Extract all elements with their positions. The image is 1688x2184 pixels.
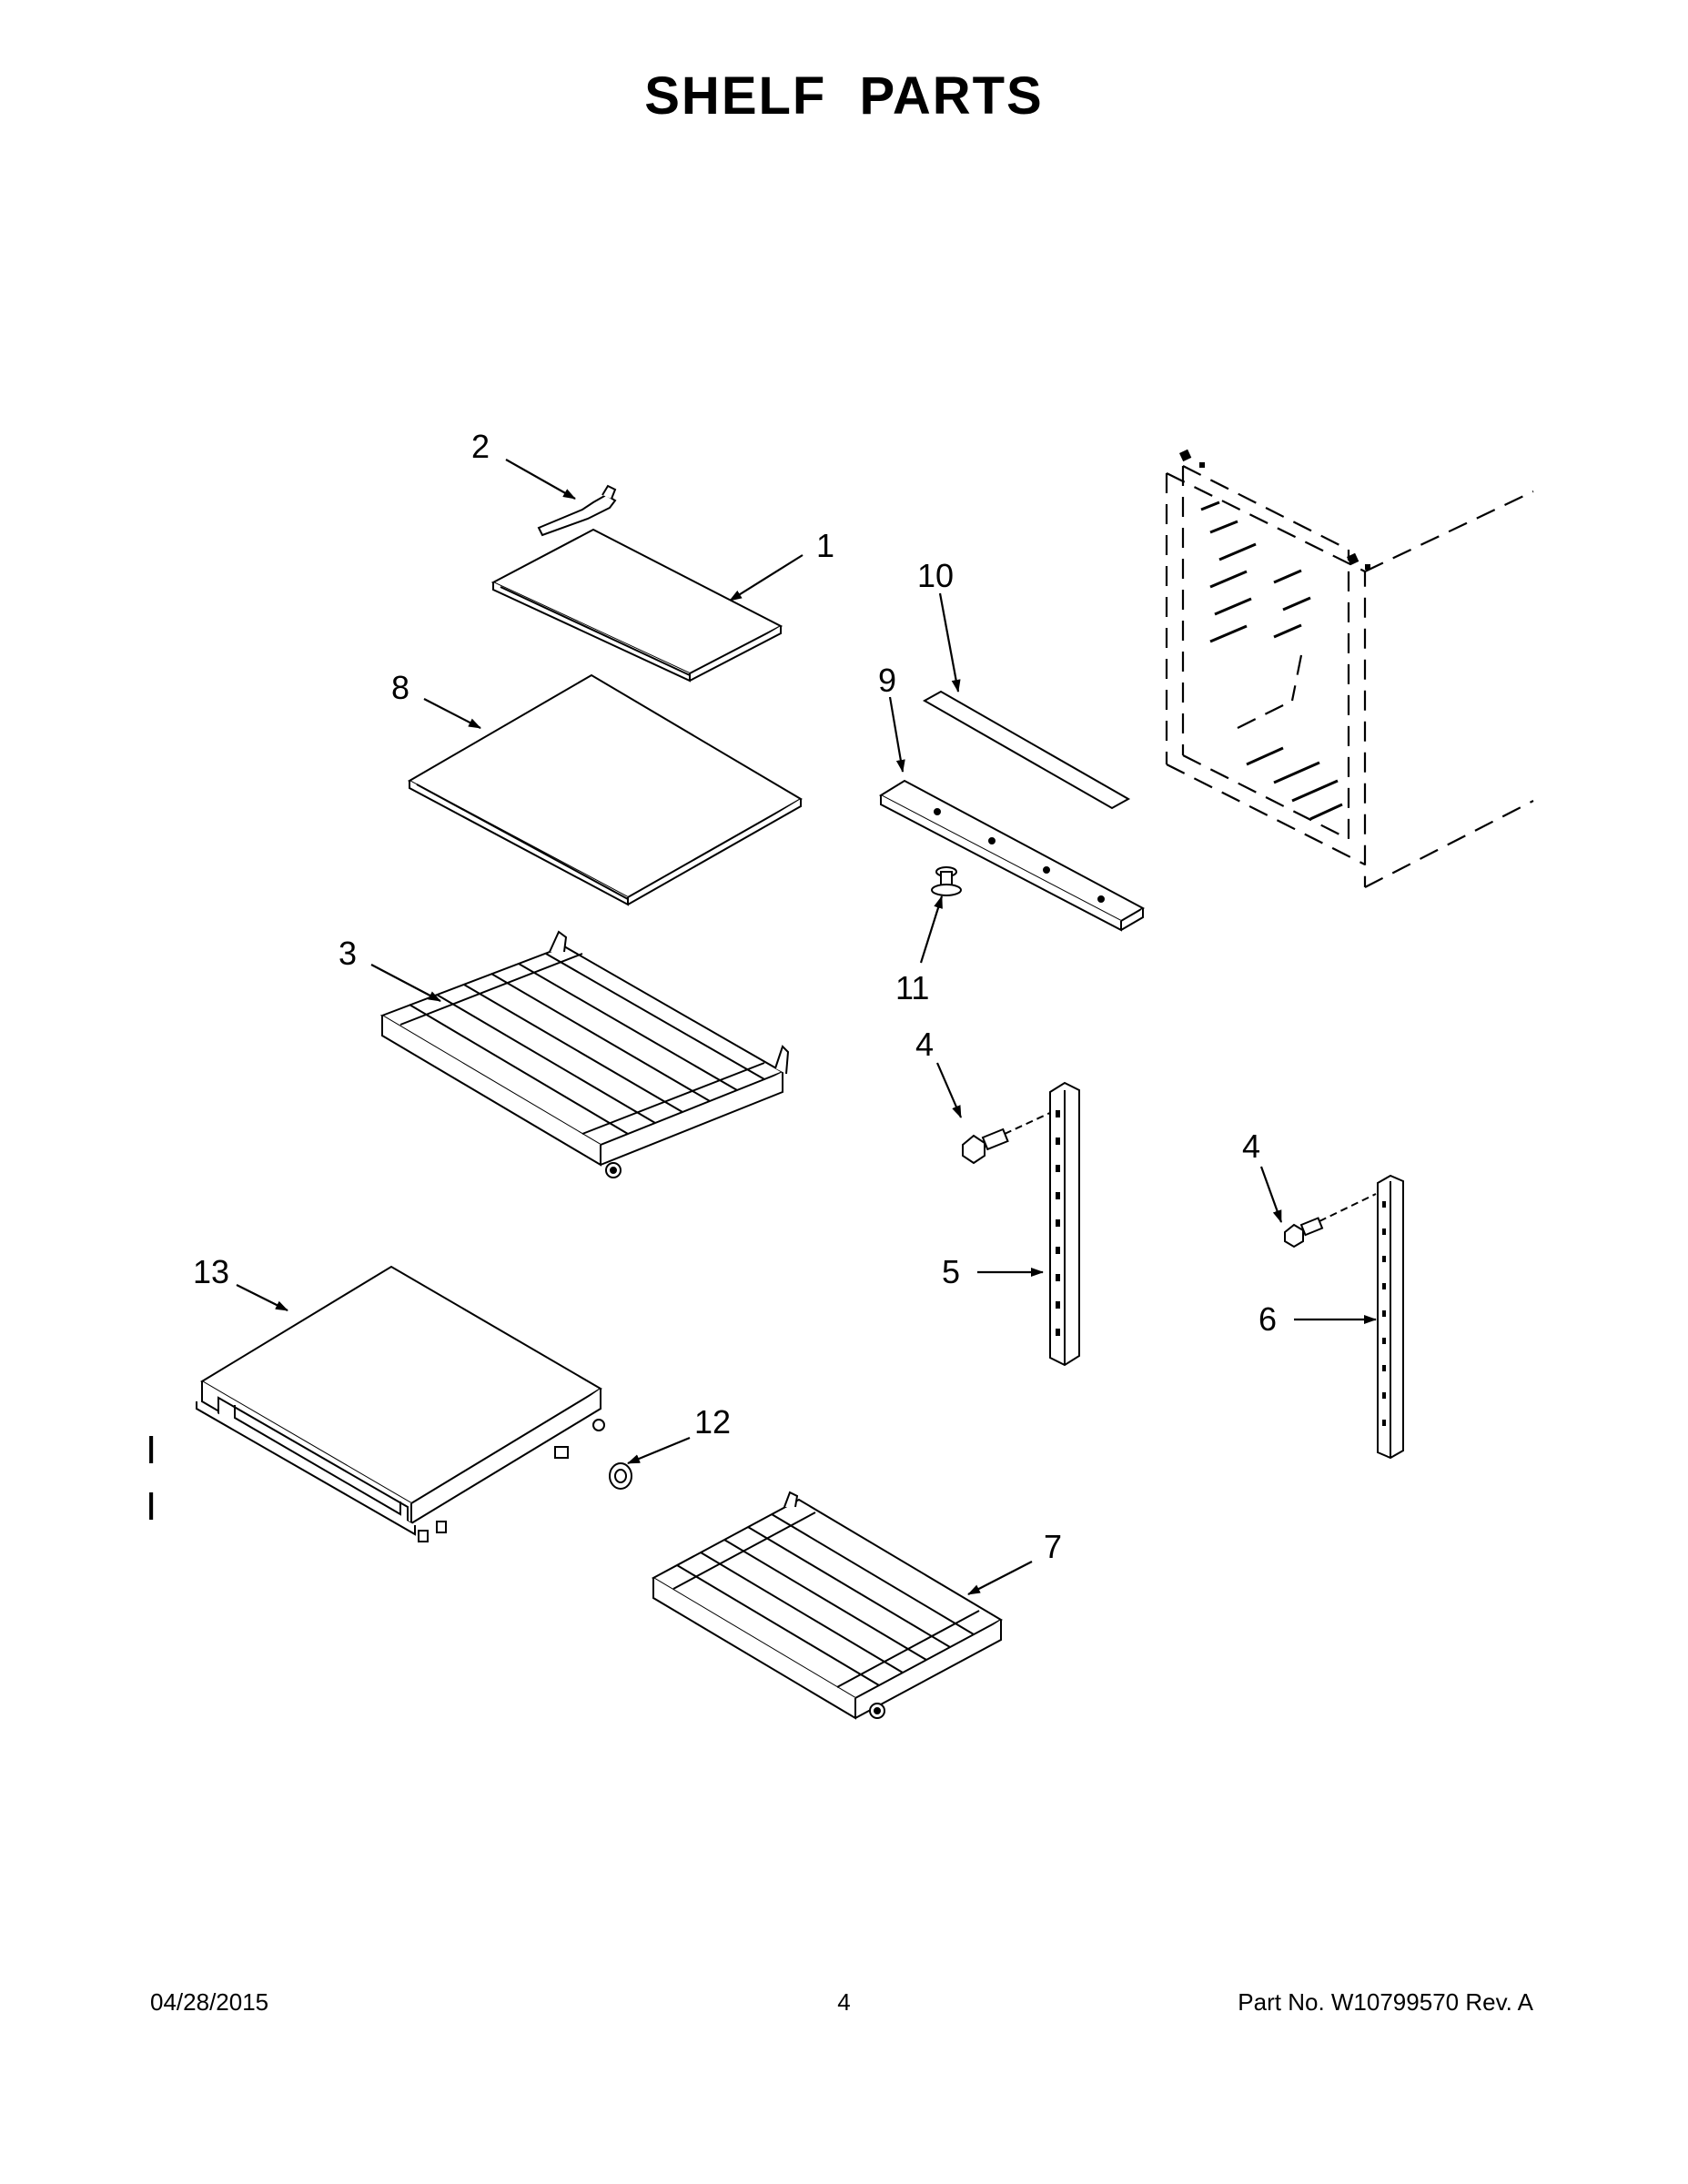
- leader-arrow-13: [236, 1284, 288, 1311]
- part-4-screw-left: [962, 1111, 1053, 1165]
- leader-arrow-3: [370, 964, 441, 1002]
- footer-part-number: Part No. W10799570 Rev. A: [1238, 1988, 1533, 2016]
- callout-6: 6: [1258, 1300, 1277, 1338]
- callout-11: 11: [895, 969, 929, 1006]
- part-6-rail: [1377, 1174, 1404, 1460]
- page-title: SHELF PARTS: [644, 66, 1044, 126]
- part-11-pin: [931, 866, 962, 896]
- callout-12: 12: [694, 1403, 731, 1441]
- callout-4-left: 4: [915, 1026, 934, 1063]
- change-bar: I: [146, 1484, 157, 1529]
- callout-3: 3: [339, 935, 357, 972]
- callout-9: 9: [878, 662, 896, 699]
- part-3-wire-shelf: [379, 930, 790, 1178]
- footer-page-number: 4: [837, 1988, 851, 2016]
- part-5-rail: [1049, 1081, 1080, 1367]
- callout-13: 13: [193, 1253, 229, 1290]
- callout-10: 10: [917, 557, 954, 594]
- cabinet-corner-marks: [1179, 449, 1370, 570]
- footer-date: 04/28/2015: [150, 1988, 269, 2016]
- cabinet-vents: [1200, 500, 1343, 821]
- callout-5: 5: [942, 1253, 960, 1290]
- leader-arrow-4-right: [1259, 1166, 1283, 1223]
- part-9-plate: [878, 779, 1146, 932]
- callout-7: 7: [1044, 1528, 1062, 1565]
- leader-arrow-2: [505, 459, 576, 500]
- part-10-strip: [922, 690, 1131, 810]
- leader-arrow-12: [627, 1436, 691, 1465]
- part-4-screw-right: [1284, 1193, 1377, 1249]
- leader-arrow-10: [938, 592, 961, 693]
- cabinet-outline: [1165, 465, 1534, 888]
- part-13-drawer: [196, 1265, 605, 1542]
- part-1-glass-shelf: [490, 528, 783, 682]
- callout-4-right: 4: [1242, 1127, 1260, 1165]
- leader-arrow-1: [729, 554, 804, 602]
- part-2-bracket: [537, 484, 617, 537]
- leader-arrow-7: [967, 1561, 1033, 1595]
- part-12-knob: [609, 1462, 632, 1490]
- leader-arrow-9: [888, 696, 905, 773]
- part-8-glass-shelf: [407, 673, 803, 906]
- callout-8: 8: [391, 669, 409, 706]
- change-bar: I: [146, 1428, 157, 1472]
- leader-arrow-11: [919, 895, 944, 964]
- leader-arrow-4-left: [935, 1062, 963, 1118]
- part-7-wire-shelf: [651, 1491, 1004, 1720]
- callout-2: 2: [471, 428, 490, 465]
- leader-arrow-8: [423, 698, 481, 729]
- callout-1: 1: [816, 527, 834, 564]
